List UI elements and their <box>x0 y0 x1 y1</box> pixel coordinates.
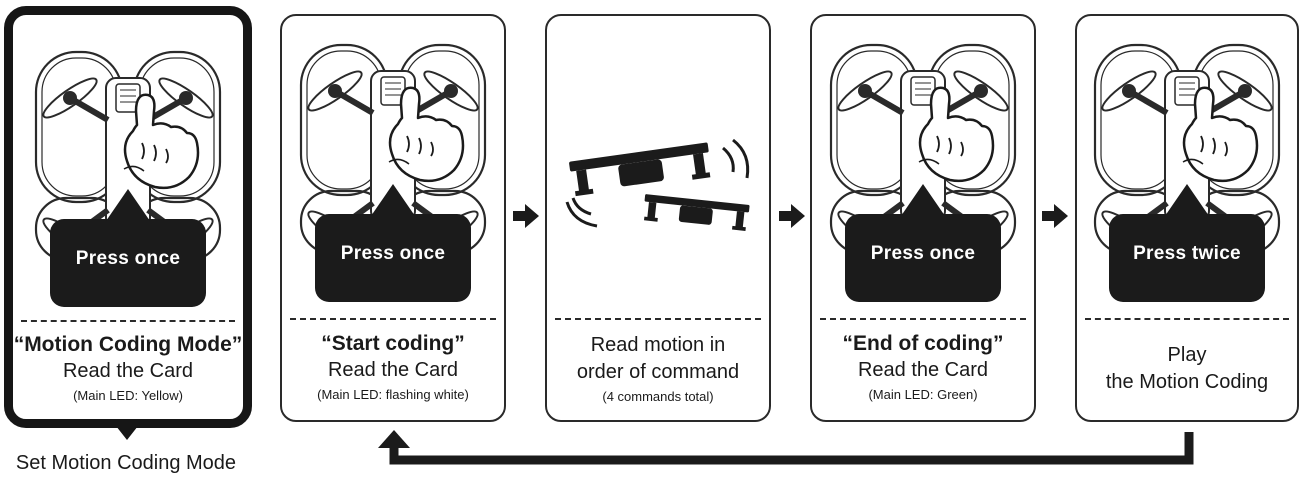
divider <box>1085 318 1289 320</box>
card-title: “Start coding” <box>321 332 465 355</box>
step-card-read-motion: Read motion in order of command (4 comma… <box>545 14 771 422</box>
divider <box>555 318 761 320</box>
speech-bubble-icon: Press once <box>50 219 206 307</box>
card-title: Read motion in <box>590 334 726 356</box>
speech-bubble-icon: Press twice <box>1109 214 1265 302</box>
card-title: “End of coding” <box>842 332 1004 355</box>
speech-bubble-icon: Press once <box>845 214 1001 302</box>
press-instruction: Press twice <box>1133 243 1241 264</box>
card-action: Read the Card <box>62 360 194 382</box>
card-action: the Motion Coding <box>1105 371 1269 393</box>
press-instruction: Press once <box>870 243 976 264</box>
step-card-motion-coding-mode: Press once “Motion Coding Mode” Read the… <box>4 6 252 428</box>
card-action: order of command <box>576 361 740 383</box>
divider <box>21 320 235 322</box>
arrow-right-icon <box>1042 204 1068 228</box>
divider <box>290 318 496 320</box>
step-card-play: Press twice Play the Motion Coding <box>1075 14 1299 422</box>
caret-down-icon <box>116 426 138 440</box>
press-instruction: Press once <box>75 248 181 269</box>
press-instruction: Press once <box>340 243 446 264</box>
loop-arrow-icon <box>378 430 1194 465</box>
card-title: “Motion Coding Mode” <box>13 333 243 356</box>
step-card-start-coding: Press once “Start coding” Read the Card … <box>280 14 506 422</box>
step-card-end-of-coding: Press once “End of coding” Read the Card… <box>810 14 1036 422</box>
speech-bubble-icon: Press once <box>315 214 471 302</box>
flying-drones-icon <box>565 138 750 232</box>
arrow-right-icon <box>779 204 805 228</box>
bottom-caption: Set Motion Coding Mode <box>15 452 237 474</box>
card-led-note: (Main LED: Yellow) <box>73 388 183 403</box>
arrow-right-icon <box>513 204 539 228</box>
card-title: Play <box>1167 344 1207 366</box>
card-action: Read the Card <box>327 359 459 381</box>
divider <box>820 318 1026 320</box>
card-led-note: (Main LED: flashing white) <box>317 387 469 402</box>
card-led-note: (Main LED: Green) <box>868 387 978 402</box>
card-command-note: (4 commands total) <box>602 389 714 404</box>
card-action: Read the Card <box>857 359 989 381</box>
